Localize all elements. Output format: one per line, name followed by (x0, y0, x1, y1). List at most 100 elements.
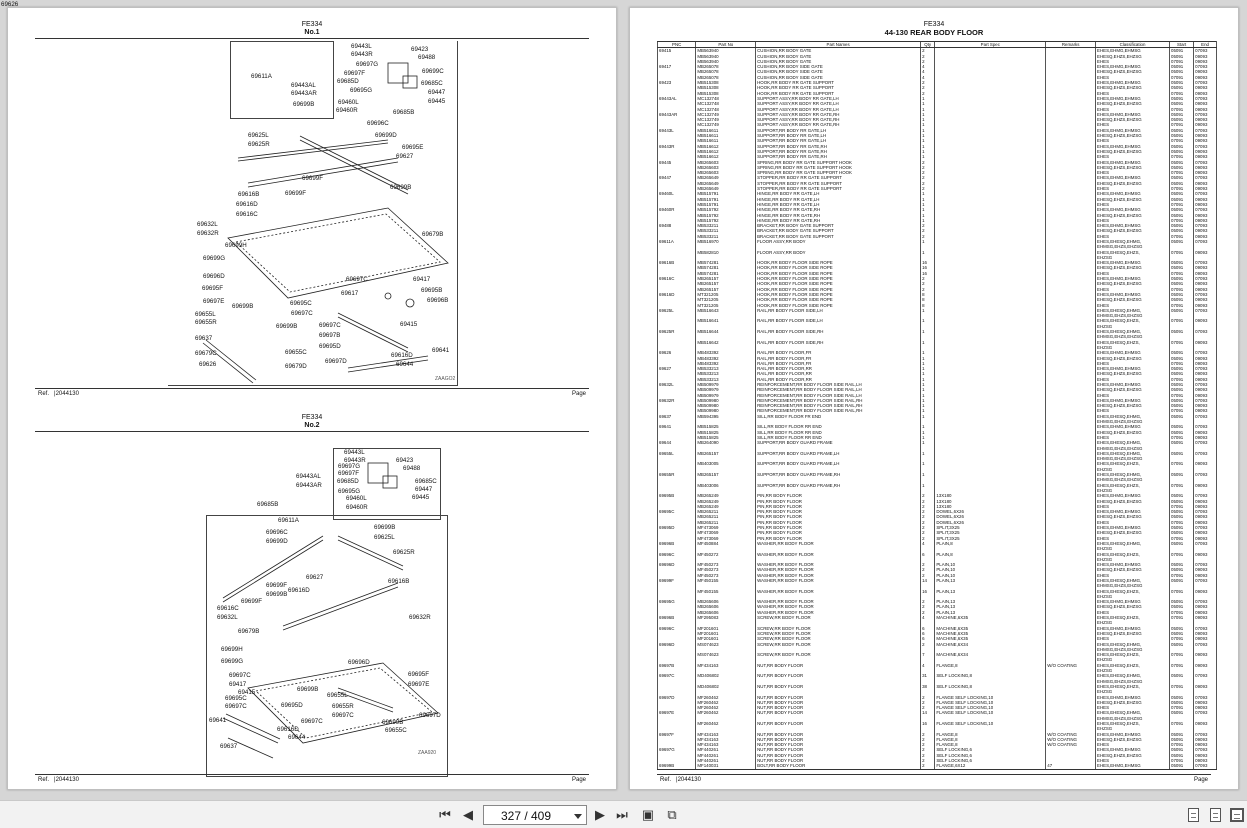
table-cell: EHES,EHMG,EHMSG (1095, 80, 1170, 86)
table-cell: MC132749 (695, 117, 756, 123)
table-cell (1168, 244, 1194, 250)
table-cell: 69417 (656, 64, 696, 70)
table-cell (656, 429, 696, 435)
table-cell (934, 329, 1046, 335)
table-cell (1045, 313, 1096, 319)
facing-view-icon[interactable] (1230, 808, 1244, 822)
column-header: PNC (656, 40, 696, 49)
table-cell (934, 318, 1046, 324)
table-cell: 07091 (1168, 201, 1194, 208)
table-cell: SUPPORT,RR BODY RR GATE,RH (755, 143, 921, 149)
table-cell: RAIL,RR BODY FLOOR,RR (755, 371, 921, 377)
table-cell: SUPPORT,RR BODY RR GATE,RH (755, 154, 921, 160)
first-page-button[interactable]: ⏮ (437, 807, 453, 823)
table-row: EHMSG,EHZS,EHZSG (656, 477, 1217, 483)
table-cell: MB509979 (695, 382, 756, 388)
table-cell: 05091 (1168, 413, 1194, 420)
table-cell (1045, 609, 1096, 616)
table-cell (1045, 233, 1096, 239)
table-cell: PLAIN,13 (934, 577, 1046, 584)
table-cell: PIN,RR BODY FLOOR (755, 514, 921, 520)
table-cell: 05091 (1168, 127, 1194, 134)
table-cell: 05091 (1168, 350, 1194, 356)
table-cell: MC132748 (695, 106, 756, 112)
panel2-callout: 69443R (344, 457, 366, 464)
table-cell (1168, 556, 1194, 563)
table-cell (695, 334, 756, 340)
table-cell: 05091 (1168, 763, 1194, 770)
table-cell: MB265078 (695, 74, 756, 81)
column-header: Remarks (1045, 40, 1096, 49)
table-cell: EHES,EHMG,EHMSG (1095, 95, 1170, 102)
table-cell (656, 117, 696, 123)
table-cell: 2 (920, 567, 935, 573)
table-cell: MC132748 (695, 95, 756, 102)
table-cell (1045, 652, 1096, 658)
panel2-callout: 69417 (229, 681, 247, 688)
table-cell (656, 164, 696, 171)
table-cell: 4 (920, 69, 935, 75)
table-cell (920, 244, 935, 250)
table-cell: 69644 (656, 440, 696, 446)
table-cell: PLAIN,13 (934, 609, 1046, 616)
table-cell: 1 (920, 207, 935, 213)
page-number-select[interactable]: 327 / 409 (483, 805, 587, 825)
table-cell (934, 620, 1046, 626)
table-cell (656, 419, 696, 425)
table-cell: 2 (920, 731, 935, 737)
table-cell: 07091 (1168, 615, 1194, 621)
table-cell: 07091 (1168, 705, 1194, 711)
table-cell (920, 593, 935, 600)
table-cell: HOOK,RR BODY FLOOR SIDE ROPE (755, 265, 921, 271)
table-cell: MB509980 (695, 403, 756, 409)
table-cell (920, 334, 935, 340)
table-cell (1193, 678, 1217, 684)
table-cell (656, 434, 696, 441)
table-cell: MB265603 (695, 170, 756, 176)
table-cell: 05091 (1168, 143, 1194, 149)
previous-page-button[interactable]: ◀ (460, 807, 476, 823)
table-cell (934, 366, 1046, 372)
table-cell (920, 419, 935, 425)
table-cell: 1 (920, 440, 935, 446)
fit-page-button[interactable]: ▣ (640, 807, 656, 823)
panel1-callout: 69655C (285, 349, 307, 356)
table-cell: 05091 (1168, 64, 1194, 70)
two-page-view-button[interactable]: ⧉ (664, 807, 680, 823)
panel2-callout: 69697C (332, 712, 354, 719)
table-cell: 07091 (1168, 270, 1194, 277)
table-cell: SPRING,RR BODY RR GATE SUPPORT HOOK (755, 164, 921, 171)
table-cell: 6 (920, 625, 935, 631)
table-cell (755, 419, 921, 425)
table-cell: 07093 (1193, 397, 1217, 404)
table-cell: 1 (920, 461, 935, 467)
table-cell: 2 (920, 228, 935, 234)
table-cell (1045, 138, 1096, 144)
table-cell: 1 (920, 106, 935, 112)
table-cell: EHESQ,EHZS,EHZSG (1095, 429, 1170, 435)
panel1-callout: 69627 (396, 153, 414, 160)
table-cell (656, 387, 696, 393)
table-cell (1045, 238, 1096, 245)
next-page-button[interactable]: ▶ (592, 807, 608, 823)
table-cell (695, 678, 756, 684)
table-cell: BRACKET,RR BODY GATE SUPPORT (755, 223, 921, 229)
table-cell: SCREW,RR BODY FLOOR (755, 630, 921, 637)
continuous-view-icon[interactable] (1210, 808, 1221, 822)
table-cell: PLAIN,13 (934, 599, 1046, 605)
single-page-view-icon[interactable] (1188, 808, 1199, 822)
table-cell: PIN,RR BODY FLOOR (755, 503, 921, 510)
table-cell: 2 (920, 53, 935, 59)
panel1-callout: 69445 (428, 98, 446, 105)
last-page-button[interactable]: ⏭ (614, 807, 630, 823)
panel2-callout: 69655L (327, 692, 348, 699)
table-cell: PIN,RR BODY FLOOR (755, 519, 921, 526)
table-cell: 07091 (1168, 721, 1194, 727)
table-cell: 07091 (1168, 461, 1194, 467)
table-cell: 09093 (1193, 101, 1217, 107)
